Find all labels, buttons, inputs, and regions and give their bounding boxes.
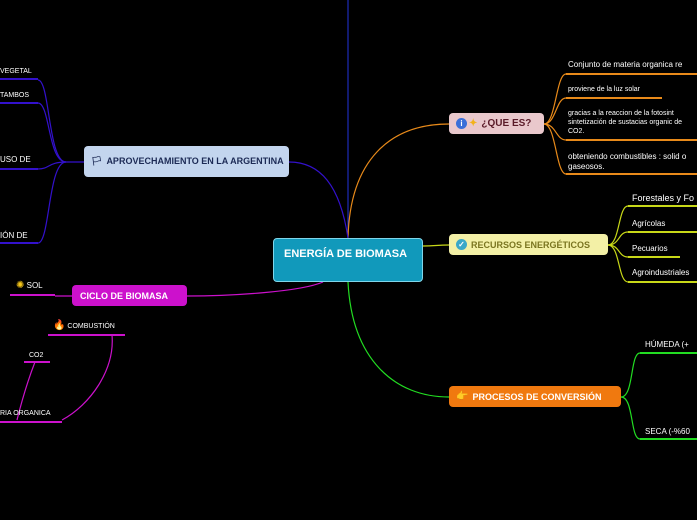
central-topic-label: ENERGÍA DE BIOMASA	[284, 248, 408, 260]
link-que-es	[347, 123, 450, 239]
recursos-item[interactable]: Pecuarios	[632, 244, 668, 253]
link-ciclo	[186, 281, 324, 297]
que-es-item[interactable]: obteniendo combustibles : solid o gaseos…	[568, 152, 687, 171]
ciclo-item-co2[interactable]: CO2	[29, 352, 44, 359]
ciclo-item-label: SOL	[26, 281, 43, 290]
aprovechamiento-branches	[0, 78, 84, 244]
recursos-item[interactable]: Forestales y Fo	[632, 193, 695, 203]
que-es-item[interactable]: Conjunto de materia organica re	[568, 60, 683, 69]
topic-procesos-conversion[interactable]: 👉 PROCESOS DE CONVERSIÓN	[449, 386, 621, 407]
topic-recursos-label: RECURSOS ENERGÉTICOS	[471, 239, 591, 250]
topic-procesos-label: PROCESOS DE CONVERSIÓN	[472, 391, 602, 402]
link-aprovechamiento	[288, 161, 349, 239]
ciclo-branches	[0, 294, 125, 423]
pointing-hand-icon: 👉	[456, 391, 469, 402]
que-es-item[interactable]: proviene de la luz solar	[568, 86, 640, 93]
ciclo-item-sol[interactable]: ✺ SOL	[16, 281, 43, 291]
que-es-item[interactable]: gracias a la reaccion de la fotosint sin…	[568, 110, 683, 135]
link-recursos	[422, 244, 450, 247]
aprovechamiento-item[interactable]: IÓN DE	[0, 231, 28, 240]
procesos-branches	[620, 352, 697, 440]
aprovechamiento-item[interactable]: TAMBOS	[0, 92, 30, 99]
ciclo-item-combustion[interactable]: 🔥 COMBUSTIÓN	[53, 321, 115, 332]
topic-que-es-label: ¿QUE ES?	[481, 118, 532, 129]
sun-icon: ✺	[16, 280, 25, 291]
procesos-item[interactable]: HÚMEDA (+	[645, 340, 689, 349]
flag-icon: 🏳	[91, 156, 103, 166]
central-topic[interactable]: ENERGÍA DE BIOMASA	[273, 238, 423, 282]
info-icon: i ✦	[456, 118, 477, 129]
recursos-item[interactable]: Agrícolas	[632, 219, 666, 228]
ciclo-item-materia[interactable]: RIA ORGANICA	[0, 410, 51, 417]
topic-aprovechamiento[interactable]: 🏳 APROVECHAMIENTO EN LA ARGENTINA	[84, 146, 289, 177]
fire-icon: 🔥	[53, 320, 66, 331]
recursos-branches	[607, 205, 697, 283]
check-icon: ✓	[456, 239, 467, 250]
aprovechamiento-item[interactable]: USO DE	[0, 155, 31, 164]
ciclo-item-label: COMBUSTIÓN	[67, 323, 115, 330]
link-procesos	[347, 281, 450, 398]
recursos-item[interactable]: Agroindustriales	[632, 268, 690, 277]
aprovechamiento-item[interactable]: VEGETAL	[0, 68, 32, 75]
topic-ciclo-label: CICLO DE BIOMASA	[80, 290, 169, 301]
topic-recursos-energeticos[interactable]: ✓ RECURSOS ENERGÉTICOS	[449, 234, 608, 255]
procesos-item[interactable]: SECA (-%60	[645, 427, 690, 436]
que-es-branches	[543, 73, 697, 175]
topic-aprovechamiento-label: APROVECHAMIENTO EN LA ARGENTINA	[106, 156, 284, 166]
topic-que-es[interactable]: i ✦ ¿QUE ES?	[449, 113, 544, 134]
topic-ciclo-biomasa[interactable]: CICLO DE BIOMASA	[72, 285, 187, 306]
